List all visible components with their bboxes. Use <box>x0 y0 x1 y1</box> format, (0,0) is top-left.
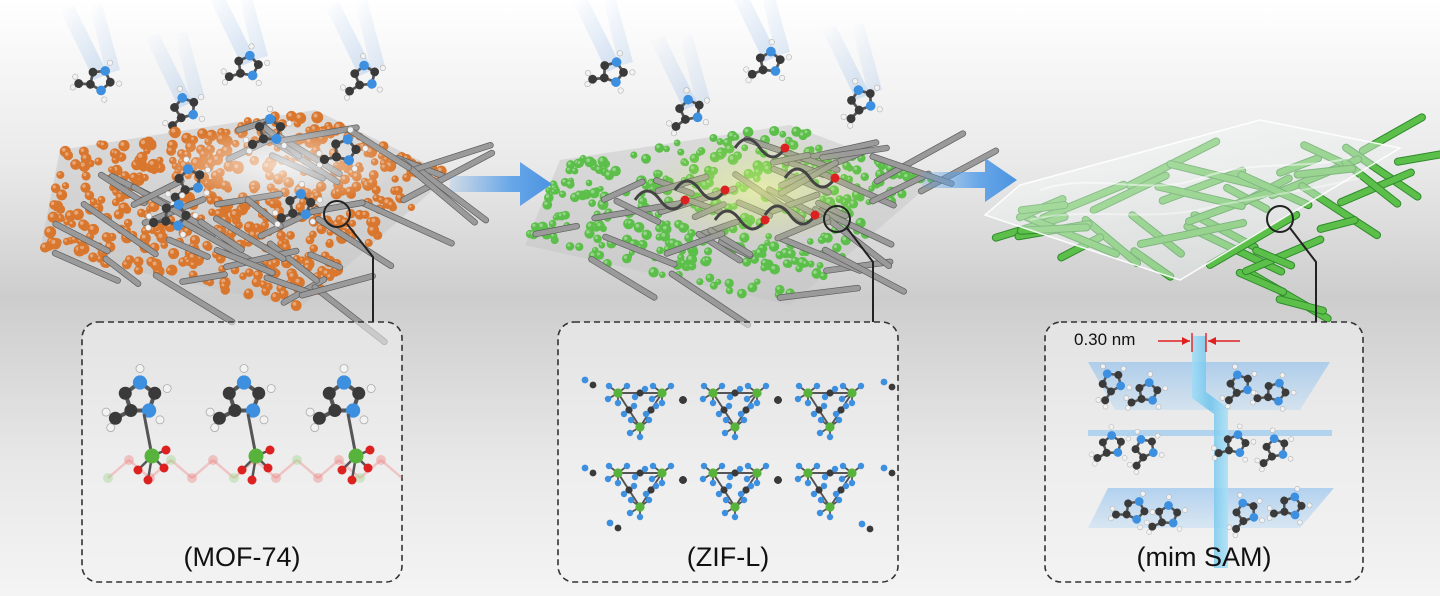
mim-molecule-icon <box>1211 423 1257 463</box>
zoom-circle-icon <box>323 200 351 228</box>
zoom-indicators <box>323 200 1317 322</box>
mim-molecule-icon <box>220 43 271 86</box>
caption-zifl: (ZIF-L) <box>686 542 770 572</box>
mim-molecule-icon <box>840 78 883 129</box>
mof74-structure-inset <box>101 364 403 485</box>
zoom-circle-icon <box>823 205 851 233</box>
caption-mimsam: (mim SAM) <box>1136 542 1272 572</box>
sam-layer-plane <box>1088 430 1332 436</box>
zifl-linker-molecules <box>633 137 840 231</box>
mim-sam-inset <box>1088 333 1334 568</box>
mim-molecule-icon <box>743 39 792 84</box>
adsorbed-mim-molecules <box>145 105 369 238</box>
mim-molecule-icon <box>584 50 636 94</box>
sam-film-sheet <box>983 119 1403 281</box>
zifl-framework-inset <box>581 376 896 533</box>
mim-molecule-icon <box>145 192 199 238</box>
mim-molecule-icon <box>316 126 369 172</box>
mim-molecule-icon <box>272 181 323 228</box>
mim-molecule-icon <box>1250 372 1297 412</box>
pore-size-label: 0.30 nm <box>1074 330 1136 349</box>
mim-molecule-icon <box>1123 371 1168 411</box>
process-arrow-2 <box>922 158 1017 202</box>
mim-molecule-icon <box>1219 363 1259 410</box>
sam-layer-plane <box>1088 488 1334 528</box>
mim-molecule-icon <box>1108 491 1156 531</box>
caption-mof74: (MOF-74) <box>183 542 301 572</box>
mim-molecule-icon <box>162 85 205 136</box>
mim-molecule-icon <box>101 364 172 433</box>
mim-molecule-icon <box>305 364 376 433</box>
mim-molecule-icon <box>1088 424 1132 467</box>
process-arrow-1 <box>450 162 552 206</box>
mim-molecule-icon <box>1254 427 1294 472</box>
mim-molecule-icon <box>666 87 710 137</box>
mof74-substrate <box>39 105 496 346</box>
mim-molecule-icon <box>1144 494 1188 535</box>
mim-molecule-icon <box>242 105 293 155</box>
mim-molecule-icon <box>1127 428 1165 475</box>
mim-molecule-icon <box>1095 363 1132 410</box>
zoom-circle-icon <box>1266 205 1294 233</box>
zifl-substrate <box>525 125 1000 328</box>
mim-sam-film <box>983 113 1440 323</box>
mim-molecule-icon <box>1226 492 1265 538</box>
sam-molecules <box>1088 363 1313 538</box>
mim-molecule-icon <box>1266 486 1313 526</box>
mim-molecule-icon <box>339 53 386 101</box>
mim-molecule-icon <box>164 156 211 208</box>
pore-channel <box>1192 336 1228 568</box>
inset-box-mof74 <box>81 321 403 583</box>
mim-molecule-icon <box>69 59 123 103</box>
falling-mim-molecules <box>60 0 883 137</box>
